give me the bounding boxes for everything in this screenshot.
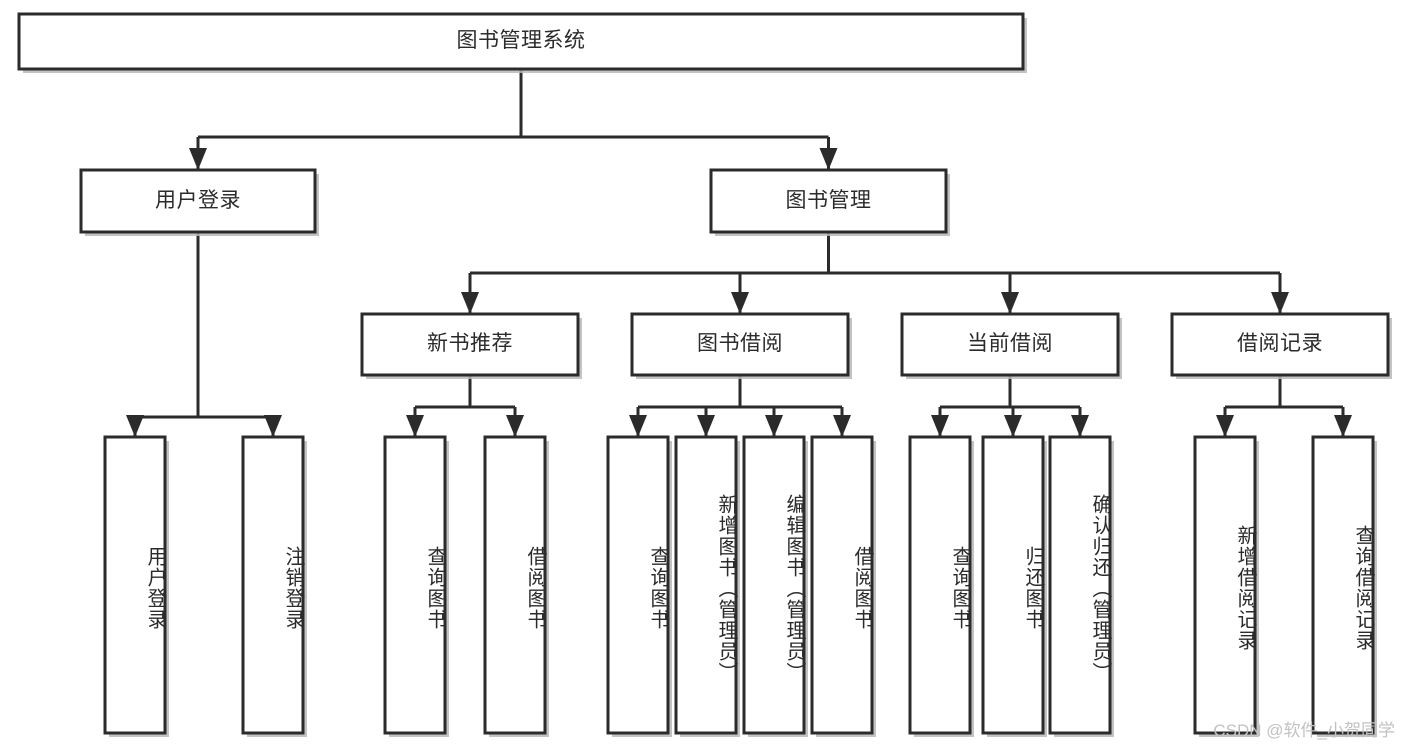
arrowhead — [1334, 415, 1352, 437]
node-box-leaf-logout[interactable] — [241, 435, 305, 735]
node-box-leaf-borrow-book-2[interactable] — [810, 435, 874, 735]
node-box-leaf-add-book[interactable] — [674, 435, 738, 735]
node-box-user-login[interactable] — [79, 168, 317, 234]
arrowhead — [931, 415, 949, 437]
node-box-borrow-record[interactable] — [1170, 312, 1390, 377]
node-box-current-borrow[interactable] — [900, 312, 1120, 377]
node-box-leaf-query-book-3[interactable] — [908, 435, 972, 735]
edge-layer — [126, 69, 1352, 437]
node-box-leaf-confirm-return[interactable] — [1048, 435, 1112, 735]
arrowhead — [264, 415, 282, 437]
node-box-leaf-edit-book[interactable] — [742, 435, 806, 735]
node-box-leaf-add-record[interactable] — [1193, 435, 1257, 735]
arrowhead — [461, 292, 479, 314]
node-box-root[interactable] — [17, 12, 1025, 71]
node-box-leaf-return-book[interactable] — [981, 435, 1045, 735]
arrowhead — [189, 148, 207, 170]
arrowhead — [1216, 415, 1234, 437]
arrowhead — [833, 415, 851, 437]
node-box-new-book-rec[interactable] — [360, 312, 580, 377]
arrowhead — [1001, 292, 1019, 314]
node-box-book-borrow[interactable] — [630, 312, 850, 377]
arrowhead — [1004, 415, 1022, 437]
arrowhead — [126, 415, 144, 437]
arrowhead — [406, 415, 424, 437]
node-box-leaf-borrow-book-1[interactable] — [483, 435, 547, 735]
node-box-book-manage[interactable] — [709, 168, 948, 234]
node-box-leaf-query-record[interactable] — [1311, 435, 1375, 735]
node-box-leaf-query-book-2[interactable] — [606, 435, 670, 735]
arrowhead — [697, 415, 715, 437]
node-layer — [17, 12, 1392, 737]
arrowhead — [1271, 292, 1289, 314]
arrowhead — [819, 148, 838, 170]
arrowhead — [1071, 415, 1089, 437]
arrowhead — [629, 415, 647, 437]
node-box-leaf-query-book-1[interactable] — [383, 435, 447, 735]
node-box-leaf-user-login[interactable] — [103, 435, 167, 735]
arrowhead — [731, 292, 749, 314]
arrowhead — [765, 415, 783, 437]
arrowhead — [506, 415, 524, 437]
